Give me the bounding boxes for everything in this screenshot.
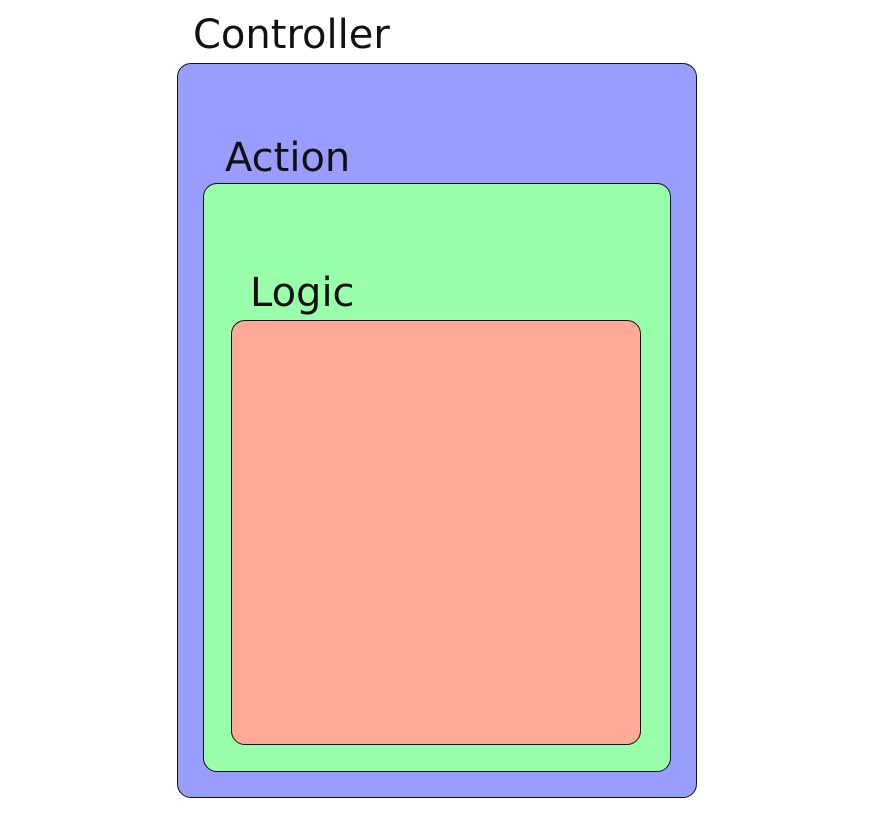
logic-box	[231, 320, 641, 745]
action-label: Action	[225, 135, 351, 181]
controller-label: Controller	[193, 12, 390, 58]
logic-label: Logic	[250, 270, 355, 316]
